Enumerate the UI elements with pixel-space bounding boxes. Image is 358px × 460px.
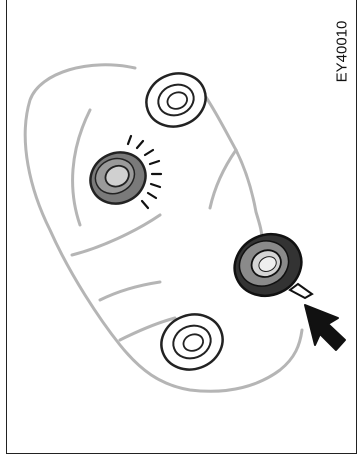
tire-icon: [225, 223, 312, 306]
pointer-arrow-icon: [305, 305, 345, 350]
tire-icon: [154, 306, 231, 378]
tire-icon: [139, 65, 213, 134]
flashing-tire-icon: [82, 136, 161, 212]
